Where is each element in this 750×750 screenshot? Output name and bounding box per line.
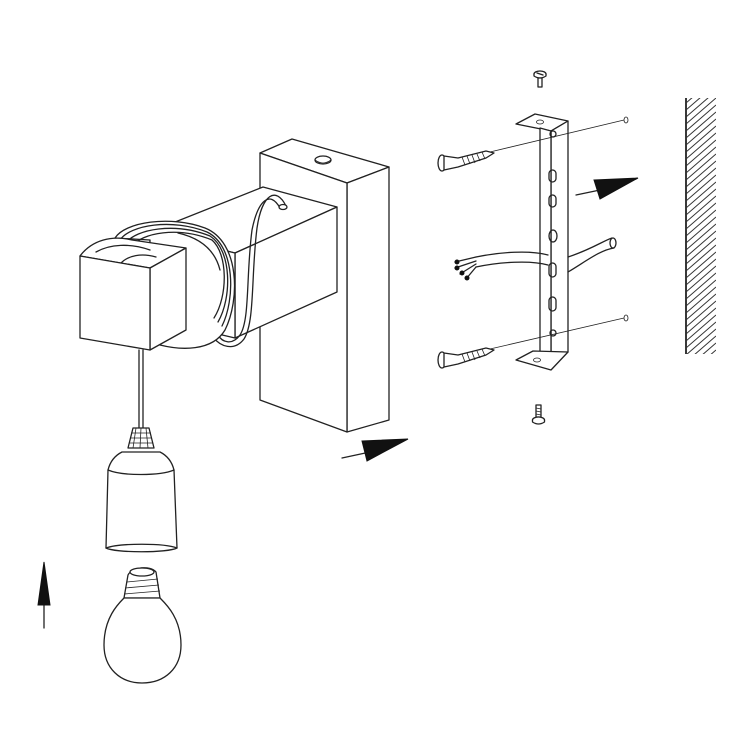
- wall-hatch-line: [686, 216, 716, 244]
- wall-hatch-line: [686, 98, 716, 125]
- wall-hatch-line: [686, 125, 716, 153]
- wall-surface: [685, 70, 716, 404]
- bracket-top-screw: [533, 70, 547, 88]
- wall-hatch-line: [686, 160, 716, 188]
- wall-hatch-line: [686, 378, 716, 404]
- wall-hatch-line: [686, 111, 716, 139]
- light-bulb: [103, 567, 182, 684]
- wall-hatch-line: [686, 357, 716, 383]
- wall-hatch-line: [686, 371, 716, 397]
- wall-hatch-line: [686, 237, 716, 265]
- wall-screw-upper: [437, 116, 629, 172]
- wall-hatch-line: [686, 244, 716, 272]
- wall-hatch-line: [686, 251, 716, 279]
- wall-hatch-line: [686, 307, 716, 335]
- wall-hatch-line: [686, 167, 716, 195]
- wall-hatch-line: [686, 153, 716, 181]
- wall-hatch-line: [686, 202, 716, 230]
- wall-hatch-line: [686, 132, 716, 160]
- wall-hatch-line: [686, 265, 716, 293]
- bracket-bottom-screw: [531, 404, 546, 425]
- wall-hatch-line: [694, 335, 716, 354]
- wall-hatch-line: [686, 321, 716, 349]
- wall-hatch-line: [686, 258, 716, 286]
- wall-hatch-line: [686, 300, 716, 328]
- wall-hatch-line: [686, 104, 716, 132]
- wall-hatch-line: [686, 314, 716, 342]
- lamp-socket: [105, 349, 178, 553]
- wall-hatch-line: [686, 230, 716, 258]
- wall-hatch-line: [686, 98, 693, 104]
- wall-hatch-line: [686, 364, 716, 390]
- wall-hatch-line: [686, 181, 716, 209]
- mounting-bracket: [515, 113, 569, 371]
- lamp-head: [79, 237, 187, 351]
- wall-hatch-line: [686, 139, 716, 167]
- wall-hatch-line: [686, 328, 716, 354]
- wall-hatch-line: [686, 195, 716, 223]
- wall-hatch-line: [686, 98, 709, 118]
- wall-hatching: [686, 70, 716, 404]
- wall-hatch-line: [702, 342, 716, 354]
- wall-hatch-line: [686, 209, 716, 237]
- wall-hatch-line: [710, 349, 716, 354]
- wall-hatch-line: [686, 98, 701, 111]
- supply-cable: [454, 237, 617, 281]
- wall-screw-lower: [437, 314, 629, 369]
- arrow-lamp-to-bracket: [341, 438, 409, 462]
- wall-hatch-line: [686, 188, 716, 216]
- wall-hatch-line: [686, 223, 716, 251]
- wall-hatch-line: [686, 286, 716, 314]
- arrow-bulb-into-socket: [37, 561, 51, 629]
- wall-hatch-line: [686, 293, 716, 321]
- wall-hatch-line: [686, 70, 716, 96]
- wall-hatch-line: [686, 118, 716, 146]
- arrow-bracket-to-wall: [575, 177, 639, 200]
- wall-hatch-line: [686, 272, 716, 300]
- wall-hatch-line: [686, 174, 716, 202]
- wall-hatch-line: [686, 146, 716, 174]
- wall-hatch-line: [686, 279, 716, 307]
